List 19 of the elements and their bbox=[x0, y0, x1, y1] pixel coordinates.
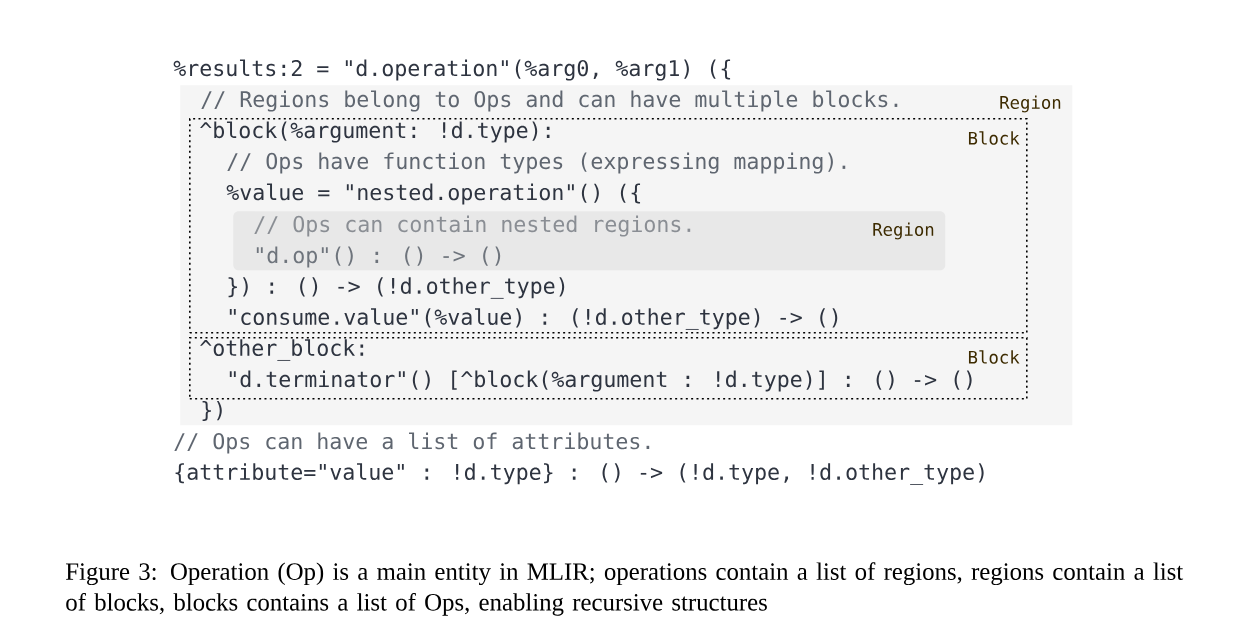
code-line: }) : () -> (!d.other_type) bbox=[228, 277, 565, 299]
box-label: Block bbox=[968, 131, 1020, 145]
code-line: // Ops have function types (expressing mapping). bbox=[227, 152, 846, 174]
code-line: // Ops can have a list of attributes. bbox=[174, 432, 650, 454]
box-label: Block bbox=[968, 350, 1020, 364]
code-line: %value = "nested.operation"() ({ bbox=[226, 183, 641, 205]
code-line: "d.op"() : () -> () bbox=[256, 246, 501, 268]
code-line: ^block(%argument: !d.type): bbox=[200, 121, 550, 143]
code-line: }) bbox=[202, 401, 222, 421]
code-line: "d.terminator"() [^block(%argument : !d.type)] : () -> () bbox=[229, 370, 972, 392]
code-line: ^other_block: bbox=[200, 339, 364, 361]
code-line: "consume.value"(%value) : (!d.other_type) -> () bbox=[229, 308, 838, 330]
code-line: // Regions belong to Ops and can have multiple blocks. bbox=[201, 90, 898, 112]
box-label: Region bbox=[873, 222, 934, 240]
caption: Figure 3: Operation (Op) is a main entity in MLIR; operations contain a list of regions, regions contain a list of blocks, blocks contains a list of Ops, enabling recursive structures bbox=[66, 562, 1184, 616]
box-label: Region bbox=[1000, 95, 1061, 113]
code-line: {attribute="value" : !d.type} : () -> (!d.type, !d.other_type) bbox=[175, 463, 984, 485]
code-line: %results:2 = "d.operation"(%arg0, %arg1) ({ bbox=[173, 59, 731, 81]
code-line: // Ops can contain nested regions. bbox=[254, 215, 691, 237]
